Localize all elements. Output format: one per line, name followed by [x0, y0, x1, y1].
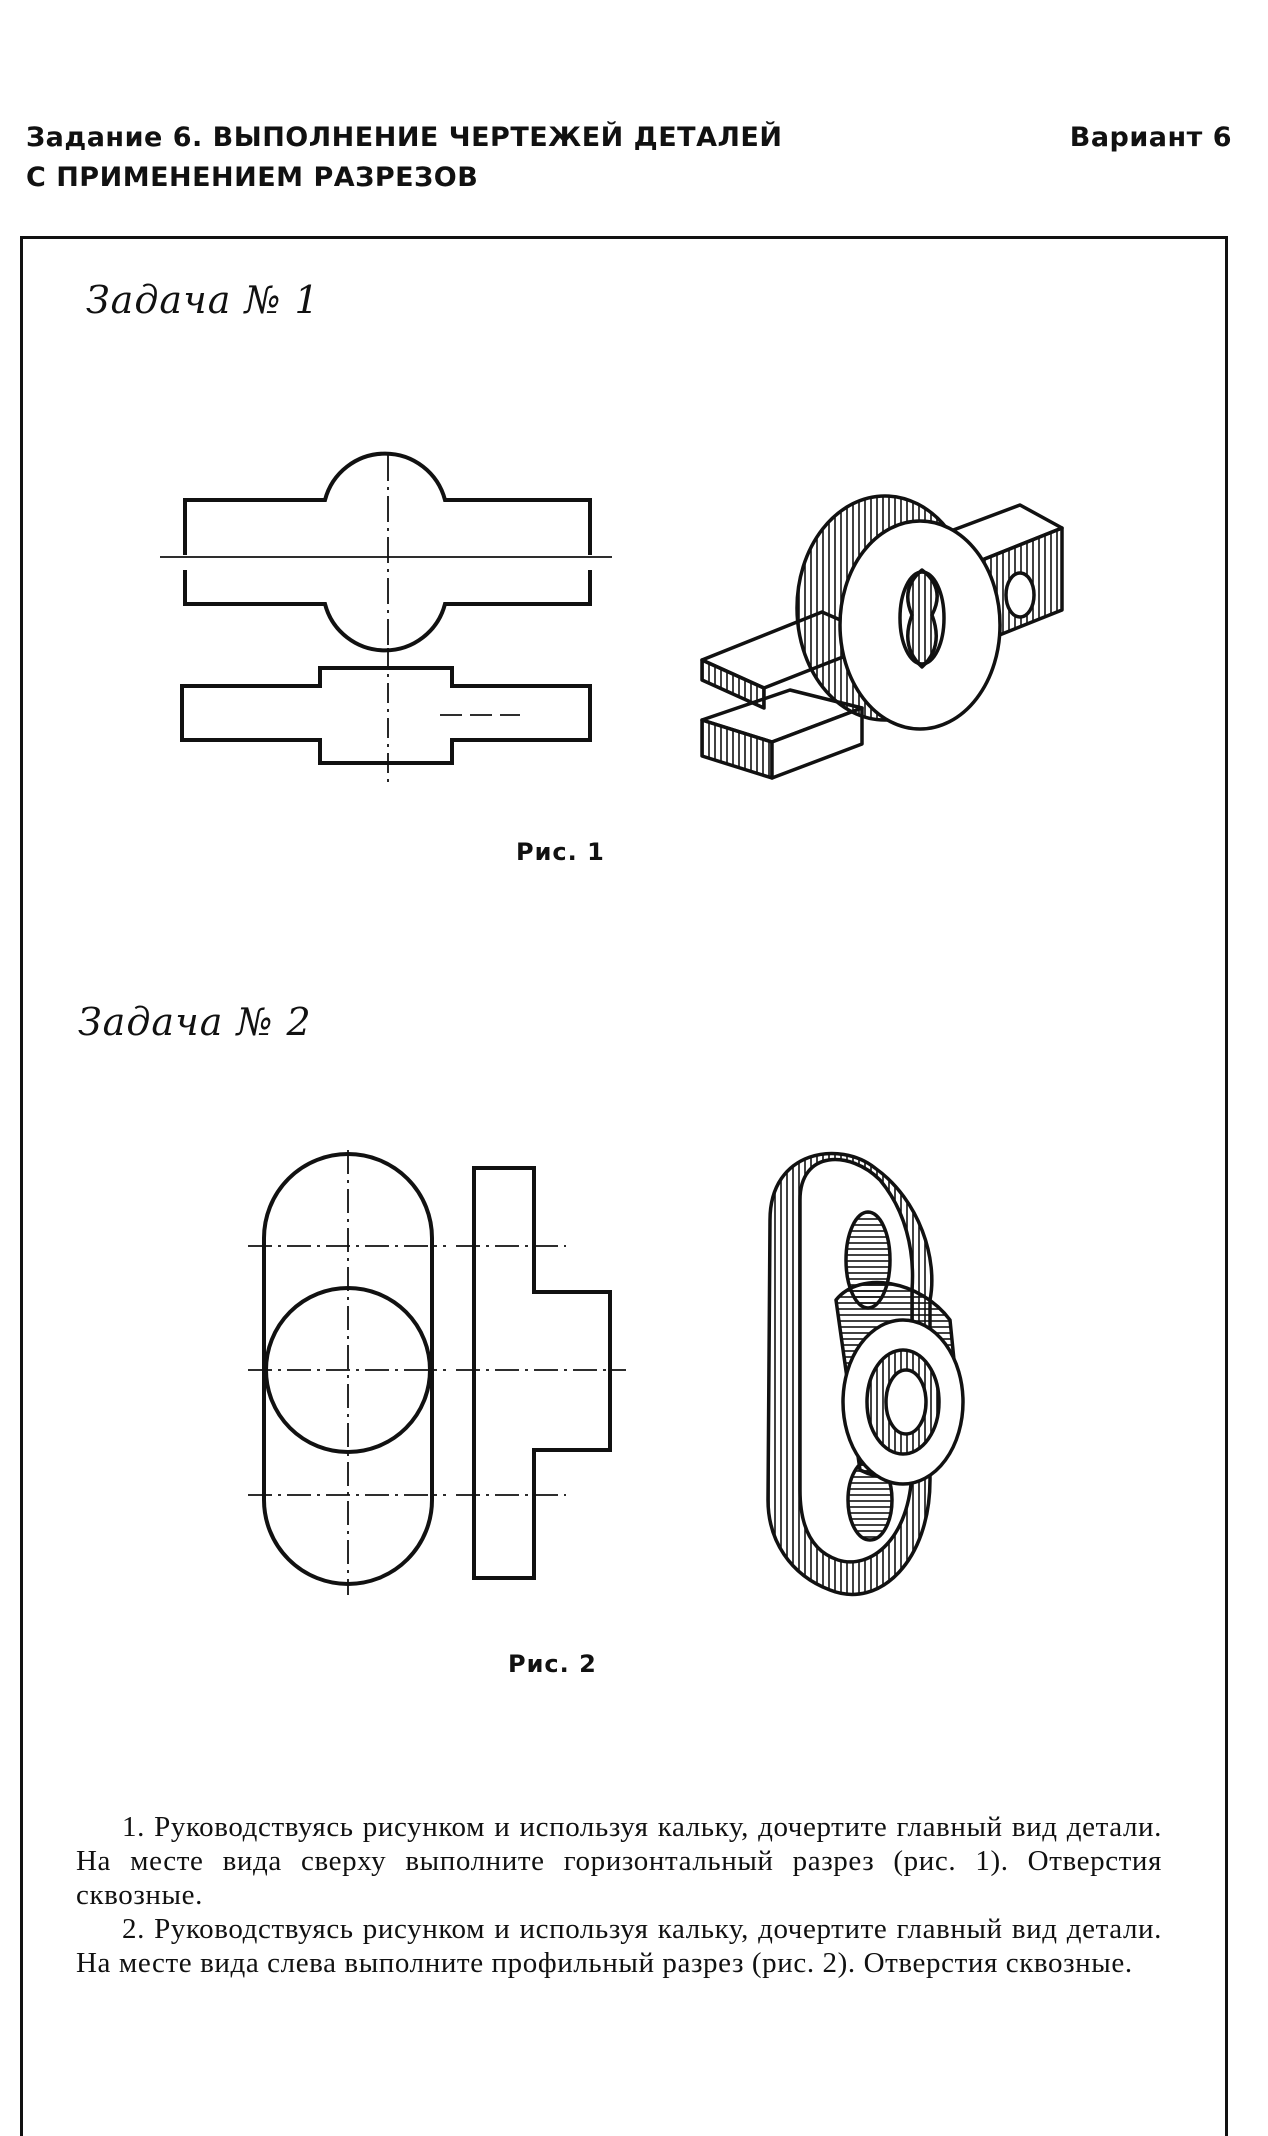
assignment-title-line1: Задание 6. ВЫПОЛНЕНИЕ ЧЕРТЕЖЕЙ ДЕТАЛЕЙ: [26, 122, 783, 153]
figure-1-caption: Рис. 1: [516, 838, 605, 866]
fig1-top-view: [180, 666, 592, 765]
page-frame: [20, 236, 1228, 2136]
fig2-isometric: [766, 1151, 965, 1597]
instructions: 1. Руководствуясь рисунком и используя к…: [76, 1810, 1162, 1980]
instruction-1: 1. Руководствуясь рисунком и используя к…: [76, 1811, 1162, 1911]
task-1-title: Задача № 1: [86, 278, 320, 322]
variant-label: Вариант 6: [1069, 122, 1232, 153]
fig1-front-view-axes: [160, 455, 612, 650]
figure-2-caption: Рис. 2: [508, 1650, 597, 1678]
assignment-title: Задание 6. ВЫПОЛНЕНИЕ ЧЕРТЕЖЕЙ ДЕТАЛЕЙ С…: [26, 118, 906, 198]
fig2-side-view-axes: [456, 1245, 626, 1496]
fig1-front-view: [183, 451, 592, 653]
instruction-2: 2. Руководствуясь рисунком и используя к…: [76, 1913, 1162, 1979]
fig1-isometric: [700, 494, 1064, 780]
fig2-side-view: [472, 1166, 612, 1580]
drawings-canvas: [160, 451, 1064, 1597]
fig1-top-view-axes: [387, 648, 520, 785]
assignment-title-line2: С ПРИМЕНЕНИЕМ РАЗРЕЗОВ: [26, 162, 479, 193]
task-2-title: Задача № 2: [78, 1000, 312, 1044]
fig2-front-view-axes: [248, 1150, 446, 1595]
